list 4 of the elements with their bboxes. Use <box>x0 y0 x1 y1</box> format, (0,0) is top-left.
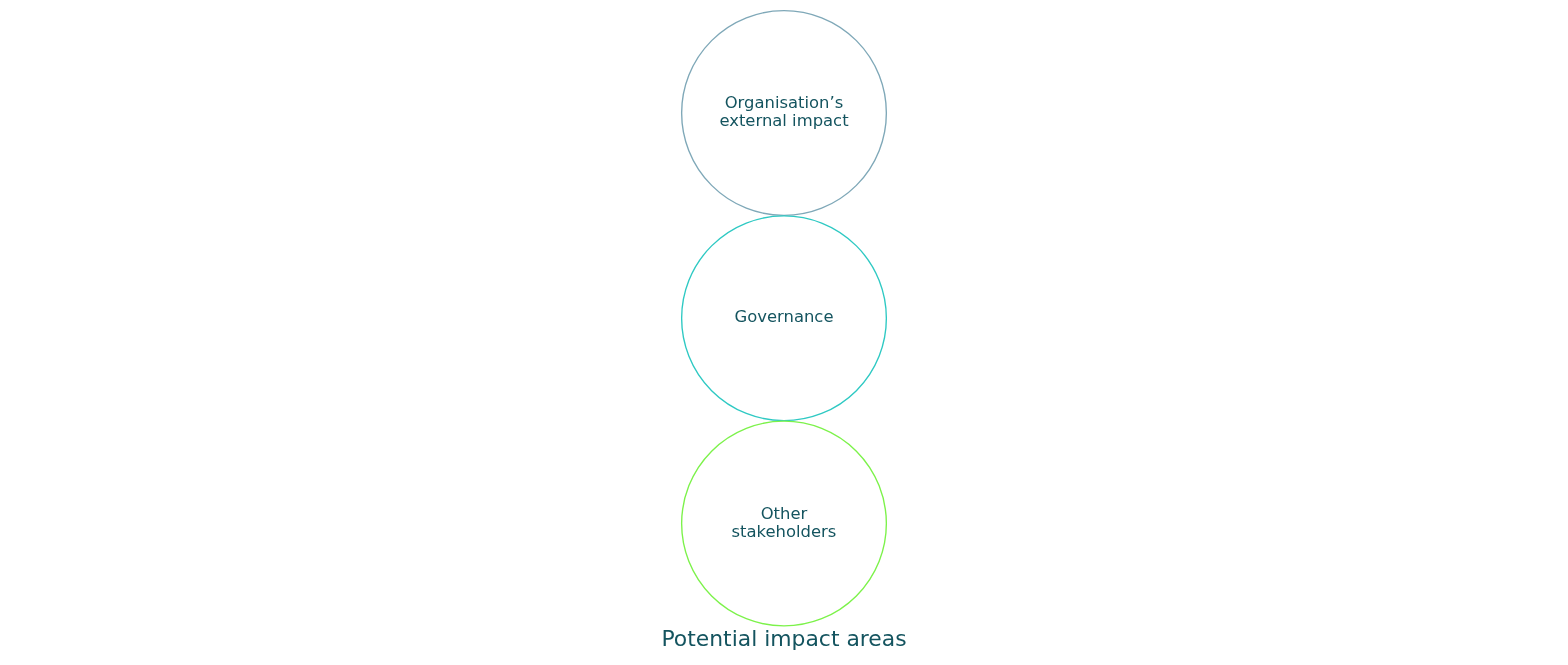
node-circle: Organisation’s external impact <box>680 9 888 217</box>
diagram-title: Potential impact areas <box>661 625 907 651</box>
node-circle: Governance <box>680 215 888 422</box>
node-circle: Other stakeholders <box>680 420 888 627</box>
